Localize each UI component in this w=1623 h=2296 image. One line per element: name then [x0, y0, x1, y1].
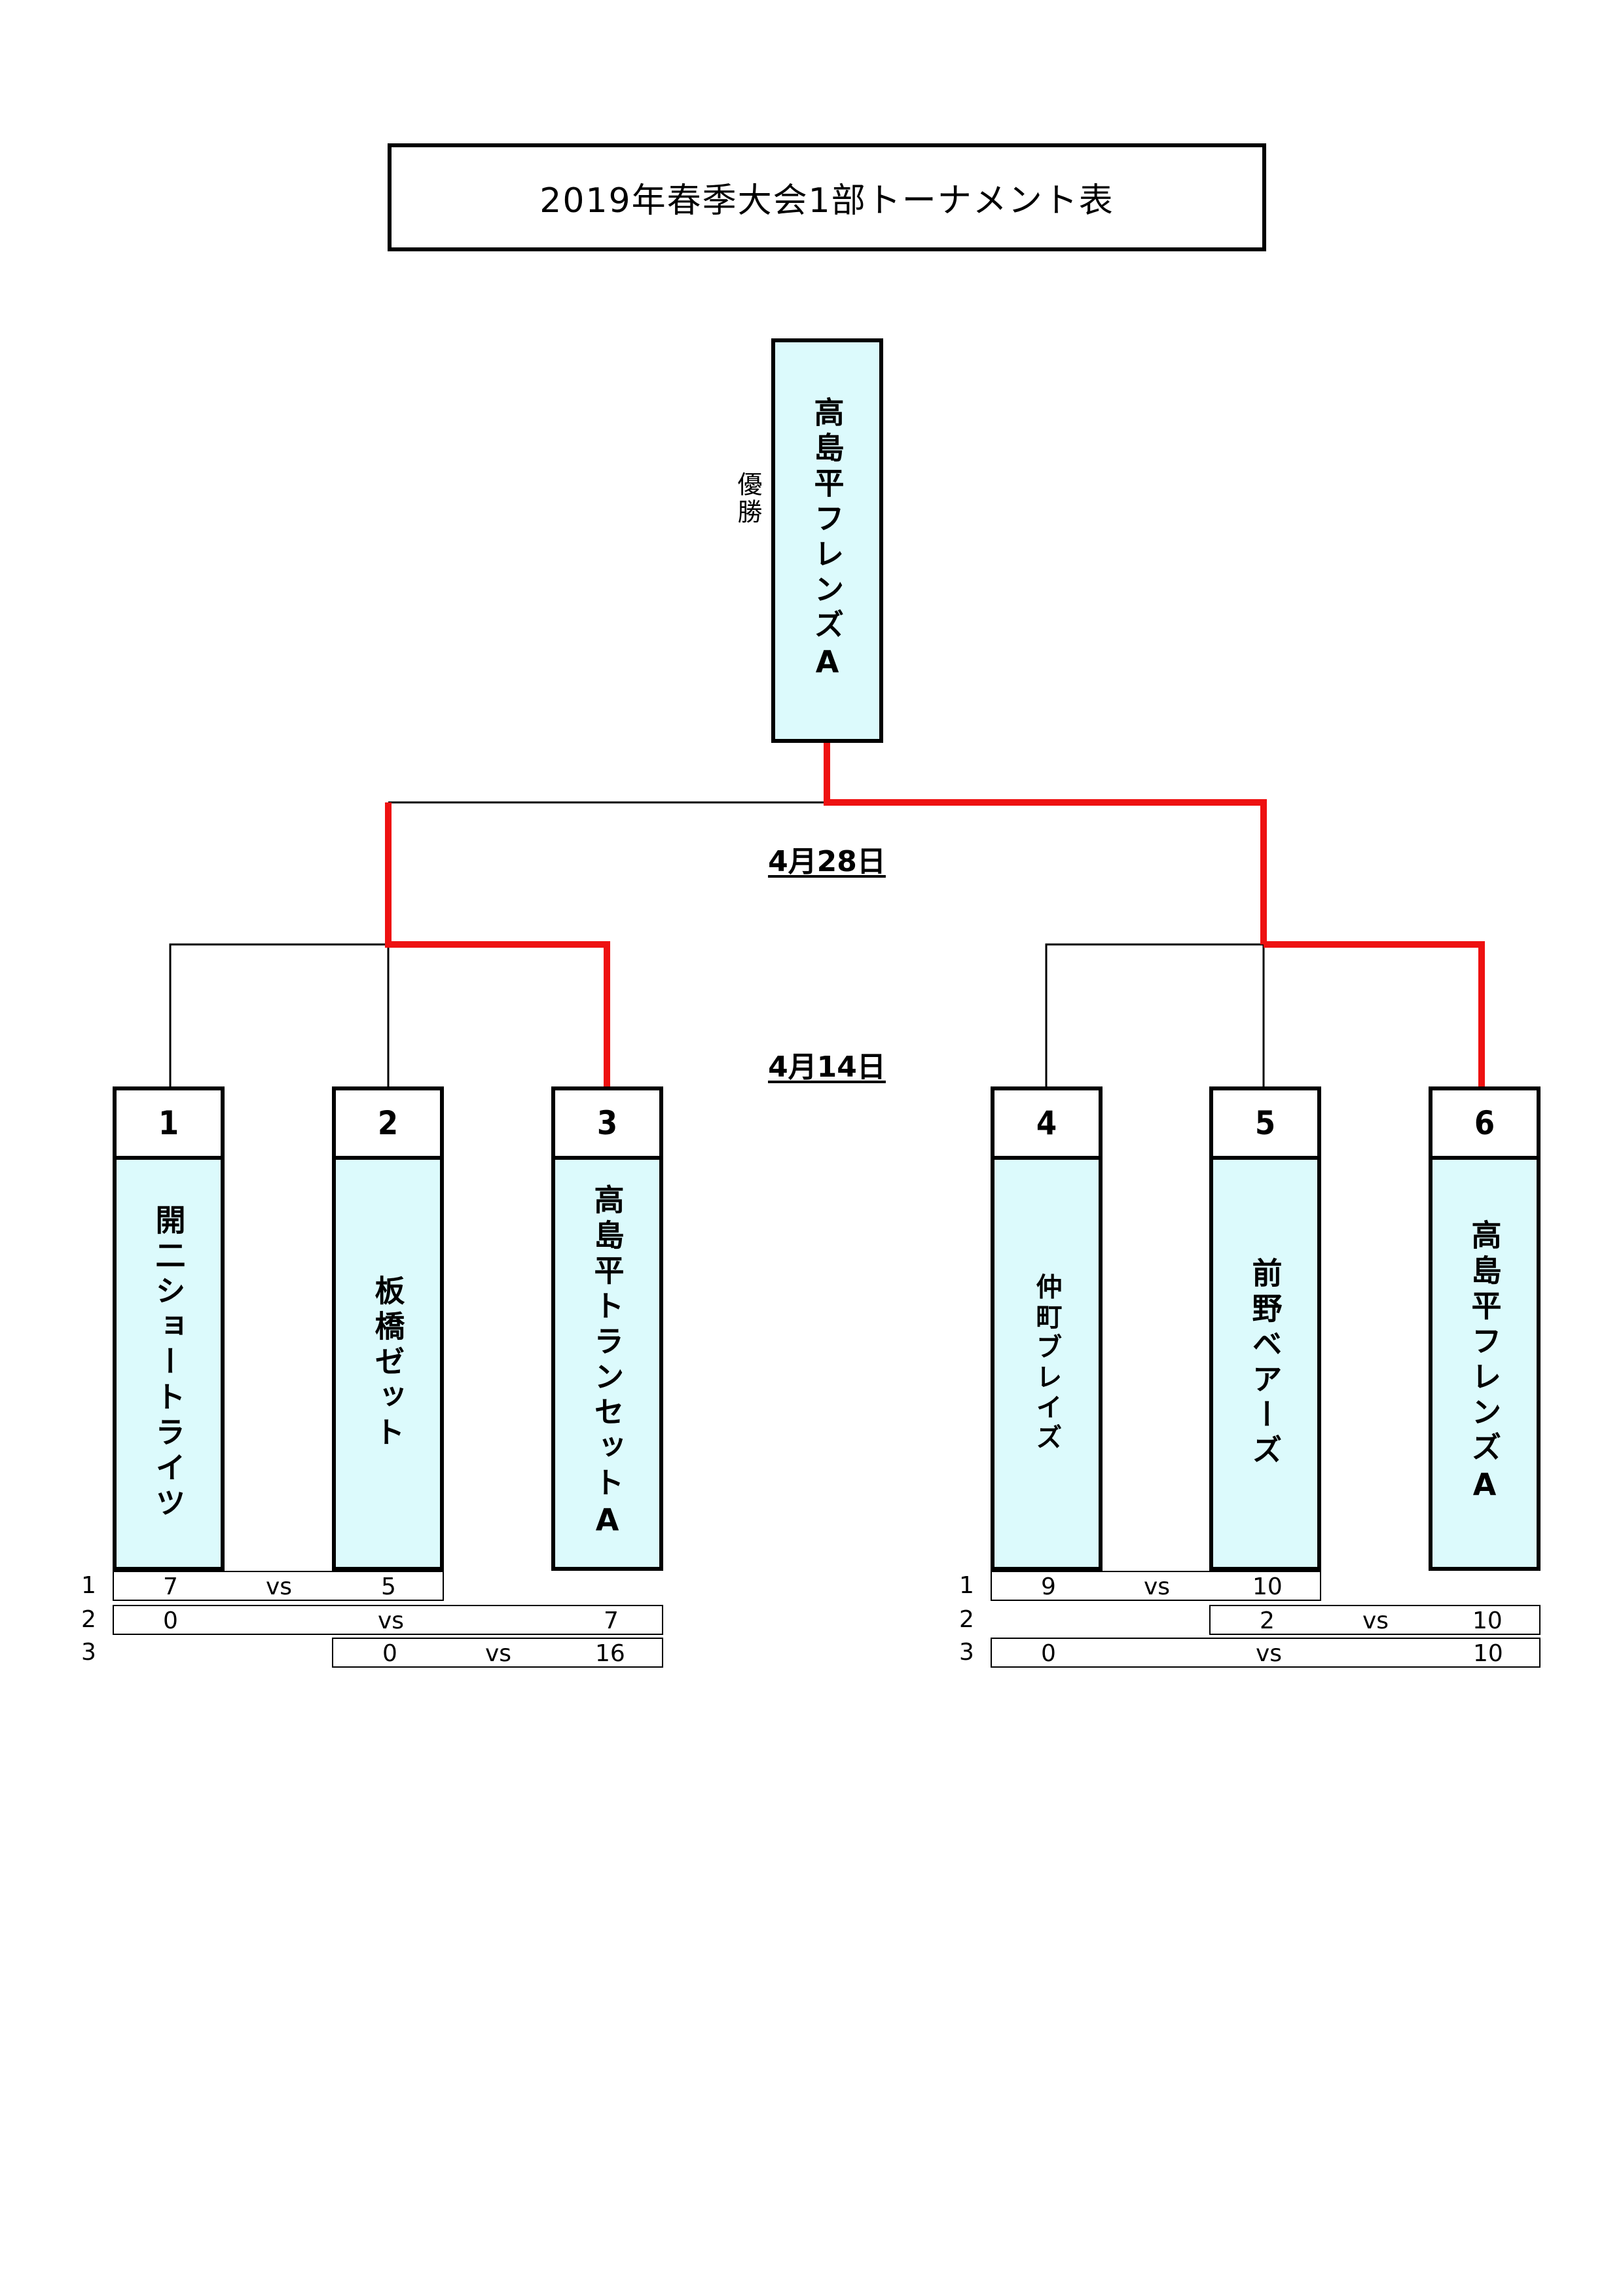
- score-a: 2: [1260, 1607, 1275, 1634]
- score-row-num: 2: [81, 1606, 96, 1633]
- team-name-3: 高島平トランセットA: [589, 1184, 625, 1543]
- champion-team: 高島平フレンズA: [809, 397, 845, 685]
- score-vs: vs: [485, 1640, 512, 1667]
- score-row: 0 vs 16: [332, 1638, 663, 1668]
- team-box-1: 開二ショートライツ: [113, 1156, 225, 1571]
- page-title: 2019年春季大会1部トーナメント表: [388, 143, 1266, 251]
- score-b: 16: [595, 1640, 625, 1667]
- team-box-6: 高島平フレンズA: [1429, 1156, 1541, 1571]
- bracket-line-r1-left: [169, 943, 390, 1086]
- score-row-num: 2: [959, 1606, 974, 1633]
- date-final: 4月28日: [768, 845, 886, 878]
- team-box-5: 前野ベアーズ: [1209, 1156, 1321, 1571]
- score-vs: vs: [266, 1573, 293, 1600]
- seed-3: 3: [551, 1086, 663, 1160]
- score-row: 7 vs 5: [113, 1571, 444, 1601]
- score-a: 0: [382, 1640, 397, 1667]
- score-row: 9 vs 10: [991, 1571, 1321, 1601]
- bracket-line-semi-left-loser: [387, 801, 827, 808]
- score-a: 7: [163, 1573, 178, 1600]
- score-b: 10: [1473, 1640, 1503, 1667]
- seed-1: 1: [113, 1086, 225, 1160]
- score-vs: vs: [1256, 1640, 1283, 1667]
- team-name-4: 仲町ブレイズ: [1031, 1273, 1062, 1454]
- score-b: 10: [1252, 1573, 1283, 1600]
- score-row: 0 vs 10: [991, 1638, 1541, 1668]
- score-a: 0: [163, 1607, 178, 1634]
- score-row-num: 1: [81, 1572, 96, 1599]
- score-b: 5: [381, 1573, 396, 1600]
- team-name-5: 前野ベアーズ: [1247, 1257, 1283, 1469]
- score-a: 0: [1041, 1640, 1056, 1667]
- team-name-6: 高島平フレンズA: [1467, 1219, 1503, 1507]
- score-row-num: 3: [959, 1639, 974, 1666]
- team-name-1: 開二ショートライツ: [151, 1204, 187, 1522]
- score-row-num: 3: [81, 1639, 96, 1666]
- winner-line-right: [1264, 941, 1485, 1086]
- date-first-round: 4月14日: [768, 1050, 886, 1084]
- seed-4: 4: [991, 1086, 1103, 1160]
- bracket-line-r1-right: [1045, 943, 1265, 1086]
- score-row: 2 vs 10: [1209, 1605, 1541, 1635]
- team-box-2: 板橋ゼット: [332, 1156, 444, 1571]
- score-vs: vs: [1362, 1607, 1389, 1634]
- score-vs: vs: [1144, 1573, 1171, 1600]
- champion-label: 優勝: [733, 471, 762, 526]
- score-a: 9: [1041, 1573, 1056, 1600]
- score-b: 7: [604, 1607, 619, 1634]
- seed-2: 2: [332, 1086, 444, 1160]
- team-box-3: 高島平トランセットA: [551, 1156, 663, 1571]
- score-row: 0 vs 7: [113, 1605, 663, 1635]
- champion-box: 高島平フレンズA: [771, 338, 883, 743]
- team-box-4: 仲町ブレイズ: [991, 1156, 1103, 1571]
- score-row-num: 1: [959, 1572, 974, 1599]
- winner-line-final: [824, 743, 1267, 944]
- seed-6: 6: [1429, 1086, 1541, 1160]
- score-b: 10: [1472, 1607, 1503, 1634]
- score-vs: vs: [378, 1607, 405, 1634]
- seed-5: 5: [1209, 1086, 1321, 1160]
- team-name-2: 板橋ゼット: [370, 1275, 406, 1452]
- winner-line-left: [385, 802, 610, 1086]
